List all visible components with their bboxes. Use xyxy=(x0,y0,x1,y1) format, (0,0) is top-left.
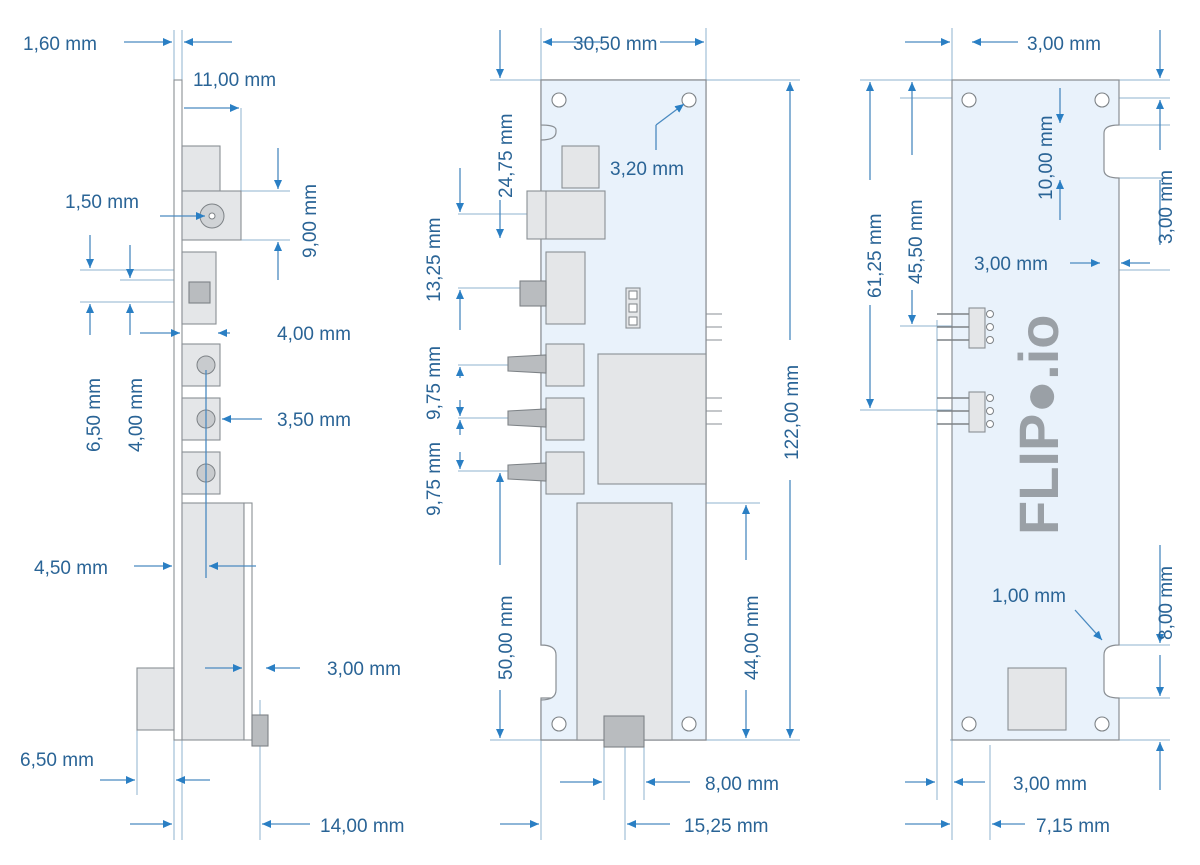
back-component xyxy=(1007,667,1067,731)
side-dim-9: 4,50 mm xyxy=(34,558,108,579)
back-dim-7: 1,00 mm xyxy=(992,586,1066,607)
back-view: FLIP●.io 3,00 mm 61,25 mm 45,50 mm 10,00… xyxy=(860,28,1177,840)
back-hole-tl xyxy=(961,92,977,108)
front-port-1-plug xyxy=(507,354,547,374)
back-hole-br xyxy=(1094,716,1110,732)
front-relay xyxy=(597,353,707,485)
front-port-2-body xyxy=(545,397,585,441)
front-dim-2: 24,75 mm xyxy=(496,114,517,198)
back-dim-8: 8,00 mm xyxy=(1156,566,1177,640)
front-port-1-body xyxy=(545,343,585,387)
front-bottom-connector xyxy=(603,715,645,748)
back-dim-9: 3,00 mm xyxy=(1013,774,1087,795)
front-component-1 xyxy=(561,145,600,189)
side-dim-10: 3,00 mm xyxy=(327,659,401,680)
back-dim-4: 10,00 mm xyxy=(1036,116,1057,200)
mount-hole-tr xyxy=(681,92,697,108)
front-dim-3: 3,20 mm xyxy=(610,159,684,180)
side-dim-6: 6,50 mm xyxy=(84,378,105,452)
back-pcb xyxy=(951,79,1120,741)
back-hole-bl xyxy=(961,716,977,732)
side-dim-1: 1,60 mm xyxy=(23,34,97,55)
front-dim-10: 8,00 mm xyxy=(705,774,779,795)
front-port-3-body xyxy=(545,451,585,495)
side-dim-7: 4,00 mm xyxy=(126,378,147,452)
back-dim-5: 3,00 mm xyxy=(1156,170,1177,244)
mount-hole-br xyxy=(681,716,697,732)
front-dim-6: 9,75 mm xyxy=(424,442,445,516)
front-button-body xyxy=(545,251,586,325)
front-button xyxy=(519,280,547,307)
back-hole-tr xyxy=(1094,92,1110,108)
back-dim-2: 61,25 mm xyxy=(865,214,886,298)
side-dim-3: 1,50 mm xyxy=(65,192,139,213)
side-component-1 xyxy=(181,145,221,192)
side-dim-2: 11,00 mm xyxy=(193,70,276,91)
front-port-2-plug xyxy=(507,408,547,428)
side-dim-12: 14,00 mm xyxy=(320,816,404,837)
front-dim-5: 9,75 mm xyxy=(424,346,445,420)
side-board xyxy=(173,79,183,741)
flipio-logo: FLIP●.io xyxy=(1007,315,1070,535)
front-jack xyxy=(526,190,606,240)
side-big-module xyxy=(181,502,245,741)
back-dim-1: 3,00 mm xyxy=(1027,34,1101,55)
side-bottom-left-part xyxy=(136,667,175,731)
back-dim-10: 7,15 mm xyxy=(1036,816,1110,837)
side-view: 1,60 mm 11,00 mm 1,50 mm 9,00 mm 4,00 mm… xyxy=(20,30,404,840)
back-header-2 xyxy=(937,391,994,433)
front-port-3-plug xyxy=(507,462,547,482)
front-dim-9: 44,00 mm xyxy=(742,596,763,680)
side-button xyxy=(188,281,211,304)
back-dim-6: 3,00 mm xyxy=(974,254,1048,275)
front-big-module xyxy=(576,502,673,741)
side-dim-5: 4,00 mm xyxy=(277,324,351,345)
front-dim-11: 15,25 mm xyxy=(684,816,768,837)
front-dim-7: 122,00 mm xyxy=(782,365,803,460)
front-dim-8: 50,00 mm xyxy=(496,596,517,680)
side-bottom-connector xyxy=(251,714,269,747)
mount-hole-tl xyxy=(551,92,567,108)
front-view: 30,50 mm 24,75 mm 3,20 mm 13,25 mm 9,75 … xyxy=(424,28,803,840)
back-dim-3: 45,50 mm xyxy=(906,200,927,284)
front-dim-1: 30,50 mm xyxy=(573,34,657,55)
side-dim-8: 3,50 mm xyxy=(277,410,351,431)
back-header-1 xyxy=(937,307,994,349)
front-dim-4: 13,25 mm xyxy=(424,218,445,302)
mount-hole-bl xyxy=(551,716,567,732)
side-dim-11: 6,50 mm xyxy=(20,750,94,771)
side-dim-4: 9,00 mm xyxy=(300,184,321,258)
